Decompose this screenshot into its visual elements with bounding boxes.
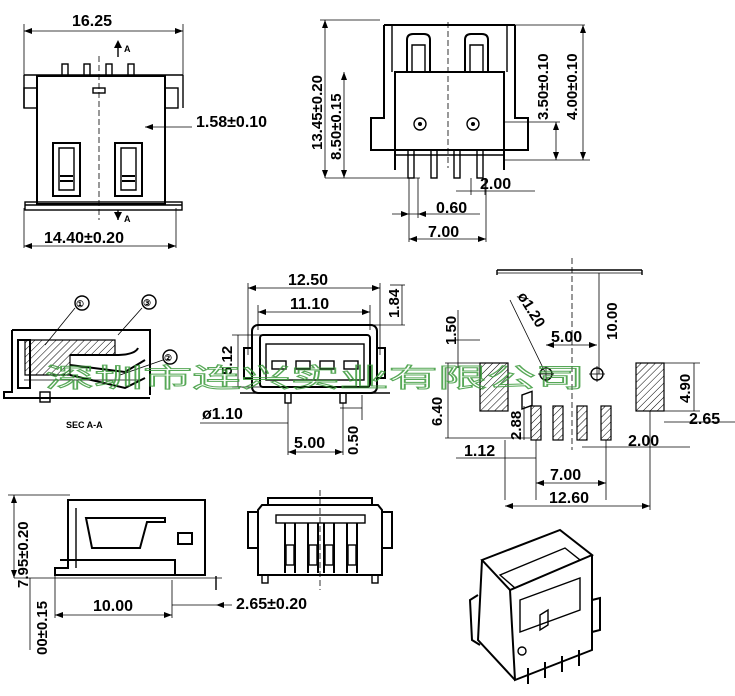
callout-2: ② [164, 353, 172, 363]
dim-outer-pin-span: 7.00 [428, 224, 459, 241]
dim-side-rear-offset: 2.65±0.20 [236, 596, 307, 613]
callout-1: ① [76, 299, 84, 309]
top-view: 16.25 A A [23, 13, 267, 249]
dim-pin-width: 0.60 [436, 200, 467, 217]
dim-fp-total-width: 12.60 [549, 490, 589, 507]
dim-total-height: 13.45±0.20 [309, 75, 326, 150]
dim-fp-pin-pitch: 2.00 [628, 433, 659, 450]
dim-fp-hole-pitch: 5.00 [551, 329, 582, 346]
dim-front-hole: ø1.10 [202, 406, 243, 423]
dim-fp-pad-height-right: 4.90 [677, 374, 694, 403]
dim-pin-height-b: 4.00±0.10 [564, 53, 581, 120]
callout-3: ③ [143, 298, 151, 308]
watermark: 深圳市连兴实业有限公司 [45, 364, 585, 394]
dim-fp-offset-left: 6.40 [429, 397, 446, 426]
section-view: ① ③ ② SEC A-A [3, 294, 178, 430]
section-label: SEC A-A [66, 420, 103, 430]
dim-fp-left-offset: 1.12 [464, 443, 495, 460]
dim-front-pin-offset: 0.50 [345, 426, 362, 455]
dim-side-height: 7.95±0.20 [15, 521, 32, 588]
port-front-view: 12.50 11.10 1.84 5.12 ø1.10 [200, 272, 405, 455]
dim-front-port-height: 5.12 [219, 346, 236, 375]
dim-fp-pin-span: 7.00 [550, 467, 581, 484]
dim-front-width-inner: 11.10 [290, 296, 329, 313]
dim-bottom-width: 14.40±0.20 [44, 230, 124, 247]
dim-side-base-offset: 00±0.15 [34, 601, 51, 655]
section-arrow-bottom: A [124, 214, 131, 224]
dim-front-top-height: 1.84 [386, 288, 403, 318]
section-arrow-top: A [124, 44, 131, 54]
side-view: 7.95±0.20 00±0.15 10.00 2.65±0.20 [8, 494, 307, 655]
rear-view [247, 490, 393, 590]
dim-fp-pad-height-left: 1.50 [443, 316, 460, 345]
pcb-footprint: ø1.20 5.00 10.00 1.50 6.40 2.88 4.90 2.6… [429, 258, 735, 510]
end-view: 13.45±0.20 8.50±0.15 3.50±0.10 [309, 19, 590, 242]
isometric-view [468, 390, 601, 684]
dim-fp-pin-pad-height: 2.88 [508, 411, 525, 440]
dim-fp-right-offset: 2.65 [689, 411, 720, 428]
dim-side-depth: 10.00 [93, 598, 133, 615]
dim-side-offset: 1.58±0.10 [196, 114, 267, 131]
dim-fp-hole: ø1.20 [514, 289, 549, 331]
dim-front-width-outer: 12.50 [288, 272, 328, 289]
dim-fp-hole-offset: 10.00 [604, 302, 621, 340]
contact-right [114, 142, 143, 197]
dim-pin-height-a: 3.50±0.10 [535, 53, 552, 120]
dim-top-width: 16.25 [72, 13, 112, 30]
contact-left [52, 142, 81, 197]
dim-body-height: 8.50±0.15 [328, 93, 345, 160]
dim-pin-spacing: 2.00 [480, 176, 511, 193]
dim-front-pin-pitch: 5.00 [294, 435, 325, 452]
